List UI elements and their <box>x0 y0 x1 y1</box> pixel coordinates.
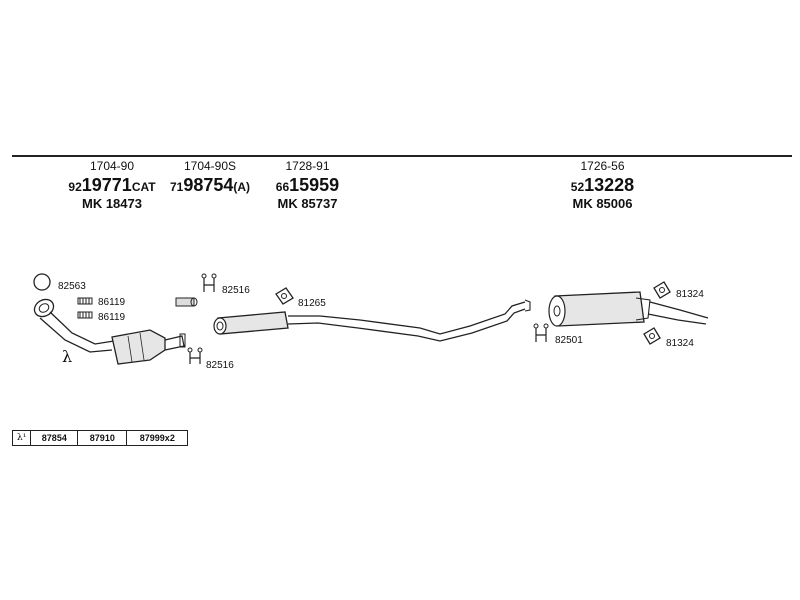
bolt-icon <box>77 297 93 305</box>
rubber-hanger-icon <box>643 327 661 345</box>
clamp-icon <box>201 273 217 292</box>
legend-table: λ¹ 87854 87910 87999x2 <box>12 430 189 446</box>
header-part-number: 9219771CAT <box>68 175 156 195</box>
gasket-ring-icon <box>33 273 51 291</box>
rear-silencer-icon <box>548 291 709 327</box>
legend-item: 87999x2 <box>139 433 175 443</box>
header-mk: MK 85737 <box>277 196 338 211</box>
header-part-number: 7198754(A) <box>169 175 251 195</box>
legend-item: 87854 <box>31 431 79 445</box>
clamp-rear-label: 82501 <box>555 335 583 346</box>
header-ref: 1704-90 <box>89 159 135 173</box>
bolt-label-b: 86119 <box>98 312 126 323</box>
header-mk: MK 85006 <box>572 196 633 211</box>
hanger-mid-label: 81265 <box>298 298 326 309</box>
header-front-pipe: 1704-90S 7198754(A) <box>160 160 260 194</box>
header-middle-silencer: 1728-91 6615959 MK 85737 <box>265 160 350 210</box>
clamp-icon <box>533 323 549 342</box>
bolt-icon <box>77 311 93 319</box>
clamp-icon <box>187 347 203 364</box>
clamp-top-label: 82516 <box>222 285 250 296</box>
hanger-rear-top-label: 81324 <box>676 289 704 300</box>
legend-item: 87910 <box>78 431 128 445</box>
header-rear-silencer: 1726-56 5213228 MK 85006 <box>555 160 650 210</box>
clamp-bottom-label: 82516 <box>206 360 234 371</box>
header-mk: MK 18473 <box>82 196 142 211</box>
hanger-rear-bottom-label: 81324 <box>666 338 694 349</box>
top-divider-line <box>12 155 792 157</box>
legend-symbol: λ¹ <box>13 431 32 445</box>
rubber-hanger-icon <box>653 281 671 299</box>
header-ref: 1728-91 <box>285 159 330 173</box>
header-part-number: 5213228 <box>570 175 635 195</box>
middle-silencer-icon <box>213 299 531 342</box>
header-part-number: 6615959 <box>275 175 340 195</box>
bolt-label-a: 86119 <box>98 297 126 308</box>
header-ref: 1704-90S <box>183 159 237 173</box>
header-catalytic-converter: 1704-90 9219771CAT MK 18473 <box>62 160 162 210</box>
lambda-sensor-label: λ <box>62 347 72 366</box>
catalytic-converter-icon <box>33 298 186 365</box>
gasket-ring-label: 82563 <box>58 281 86 292</box>
header-ref: 1726-56 <box>580 159 625 173</box>
pipe-connector-icon <box>175 297 198 307</box>
rubber-hanger-icon <box>275 287 294 305</box>
